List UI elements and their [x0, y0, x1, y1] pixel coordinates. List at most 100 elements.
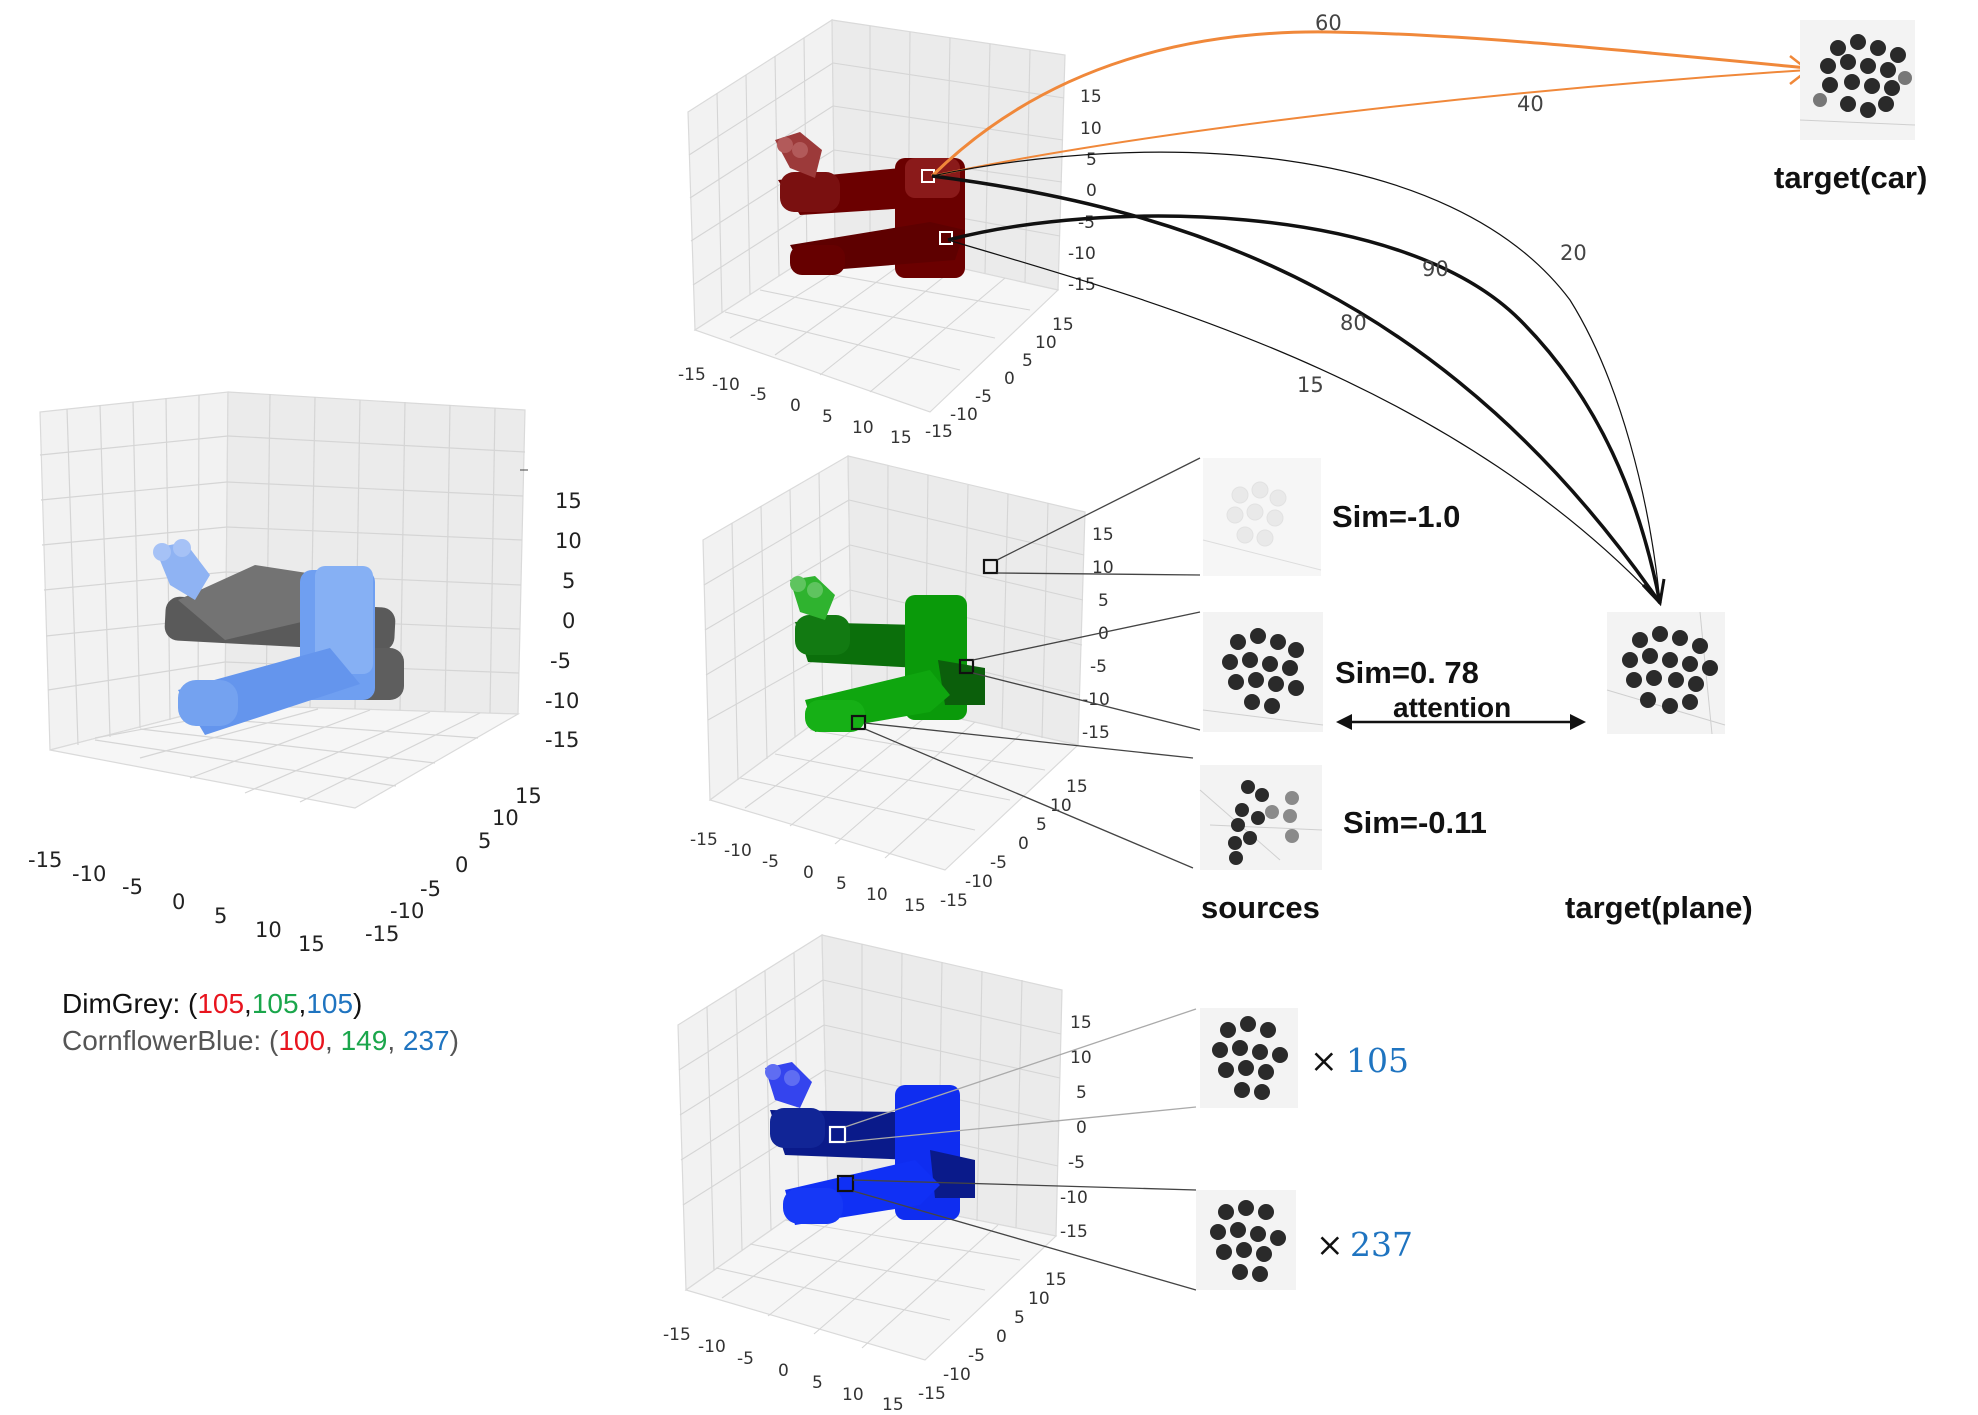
top-airplane-voxels: [775, 132, 965, 278]
sim-label-3: Sim=-0.11: [1343, 805, 1487, 840]
bottom-x-tick: 10: [842, 1385, 864, 1405]
left-y-tick: 10: [492, 806, 519, 830]
plane-connector-20: [931, 151, 1661, 604]
left-x-tick: -5: [122, 875, 143, 899]
sim-label-2: Sim=0. 78: [1335, 655, 1479, 690]
middle-x-tick: -10: [724, 841, 752, 861]
left-airplane-voxels: [153, 539, 404, 735]
top-z-tick: -10: [1068, 244, 1096, 264]
left-x-tick: 15: [298, 932, 325, 956]
top-z-tick: 0: [1086, 181, 1097, 201]
middle-z-tick: -10: [1082, 690, 1110, 710]
bottom-airplane-voxels: [765, 1062, 975, 1225]
left-z-tick: 15: [555, 489, 582, 513]
middle-y-tick: -5: [990, 853, 1007, 873]
top-x-tick: 15: [890, 428, 912, 448]
plot-middle: 15 10 5 0 -5 -10 -15 -15 -10 -5 0 5 10 1…: [690, 454, 1114, 916]
bottom-x-tick: -15: [663, 1325, 691, 1345]
plot-top: 15 10 5 0 -5 -10 -15 -15 -10 -5 0 5 10 1…: [678, 18, 1102, 448]
top-y-tick: 15: [1052, 315, 1074, 335]
top-x-tick: -15: [678, 365, 706, 385]
top-y-axis: 15 10 5 0 -5 -10 -15: [925, 315, 1074, 442]
bottom-z-tick: -10: [1060, 1188, 1088, 1208]
top-z-tick: 15: [1080, 87, 1102, 107]
middle-voxel-marker: [982, 558, 999, 575]
middle-z-tick: 10: [1092, 558, 1114, 578]
color-legend: DimGrey: (105,105,105) CornflowerBlue: (…: [62, 988, 459, 1056]
top-x-axis: -15 -10 -5 0 5 10 15: [678, 365, 912, 448]
bottom-x-tick: 5: [812, 1373, 823, 1393]
weight-label-60: 60: [1315, 11, 1342, 35]
top-y-tick: -5: [975, 387, 992, 407]
legend-dimgrey: DimGrey: (105,105,105): [62, 988, 362, 1019]
left-x-tick: 0: [172, 890, 185, 914]
sources-label: sources: [1201, 890, 1320, 925]
left-y-tick: -10: [390, 899, 424, 923]
middle-z-tick: 0: [1098, 624, 1109, 644]
bottom-y-tick: 10: [1028, 1289, 1050, 1309]
middle-y-tick: 15: [1066, 777, 1088, 797]
top-x-tick: -5: [750, 385, 767, 405]
bottom-voxel-marker: [836, 1174, 855, 1193]
bottom-x-tick: 15: [882, 1395, 904, 1415]
top-y-tick: 0: [1004, 369, 1015, 389]
bottom-y-tick: -10: [943, 1365, 971, 1385]
bottom-z-tick: -5: [1068, 1153, 1085, 1173]
top-x-tick: 0: [790, 396, 801, 416]
left-x-tick: -10: [72, 862, 106, 886]
bottom-x-axis: -15 -10 -5 0 5 10 15: [663, 1325, 904, 1415]
patch-target-car: [1799, 20, 1916, 140]
plane-arrowhead: [1641, 578, 1666, 607]
top-x-tick: 5: [822, 407, 833, 427]
weight-label-90: 90: [1422, 257, 1449, 281]
middle-x-tick: 10: [866, 885, 888, 905]
multiplier-value: 105: [1346, 1041, 1409, 1080]
patch-weighted-2: [1196, 1190, 1296, 1290]
left-y-tick: -15: [365, 922, 399, 946]
car-connector-40: [931, 69, 1809, 177]
middle-y-tick: -15: [940, 891, 968, 911]
left-y-tick: 5: [478, 829, 491, 853]
top-y-tick: -10: [950, 405, 978, 425]
bottom-voxel-marker: [828, 1125, 847, 1144]
middle-y-tick: 5: [1036, 815, 1047, 835]
left-y-tick: 15: [515, 784, 542, 808]
middle-y-tick: -10: [965, 872, 993, 892]
top-z-axis: 15 10 5 0 -5 -10 -15: [1068, 87, 1102, 295]
weight-label-40: 40: [1517, 92, 1544, 116]
left-z-tick: 5: [562, 569, 575, 593]
patch-source-3: [1199, 765, 1323, 870]
middle-y-axis: 15 10 5 0 -5 -10 -15: [940, 777, 1088, 911]
middle-z-tick: 15: [1092, 525, 1114, 545]
bottom-x-tick: -10: [698, 1337, 726, 1357]
plane-connector-15: [947, 239, 1661, 604]
middle-voxel-marker: [958, 658, 975, 675]
left-z-tick: 10: [555, 529, 582, 553]
plot-bottom: 15 10 5 0 -5 -10 -15 -15 -10 -5 0 5 10 1…: [663, 933, 1092, 1415]
top-y-tick: 5: [1022, 351, 1033, 371]
top-z-tick: -15: [1068, 275, 1096, 295]
left-y-tick: 0: [455, 853, 468, 877]
weight-label-15: 15: [1297, 373, 1324, 397]
left-x-axis: -15 -10 -5 0 5 10 15: [28, 848, 325, 956]
patch-target-plane: [1606, 611, 1726, 735]
bottom-z-tick: -15: [1060, 1222, 1088, 1242]
connector-labels: 60 40 20 90 80 15: [1297, 11, 1587, 397]
top-z-tick: -5: [1078, 213, 1095, 233]
top-x-tick: -10: [712, 375, 740, 395]
multiplier-2: × 237: [1316, 1225, 1413, 1264]
plot-left: 15 10 5 0 -5 -10 -15 -15 -10 -5 0 5 10 1…: [28, 391, 582, 956]
bottom-x-tick: -5: [737, 1349, 754, 1369]
middle-z-tick: 5: [1098, 591, 1109, 611]
left-x-tick: 5: [214, 904, 227, 928]
middle-y-tick: 10: [1050, 796, 1072, 816]
left-x-tick: -15: [28, 848, 62, 872]
bottom-z-tick: 5: [1076, 1083, 1087, 1103]
middle-x-tick: 5: [836, 874, 847, 894]
top-y-tick: 10: [1035, 333, 1057, 353]
plane-connector-90: [931, 174, 1662, 604]
multiplier-1: × 105: [1310, 1041, 1409, 1080]
middle-y-tick: 0: [1018, 834, 1029, 854]
plane-connector-80: [947, 214, 1662, 604]
